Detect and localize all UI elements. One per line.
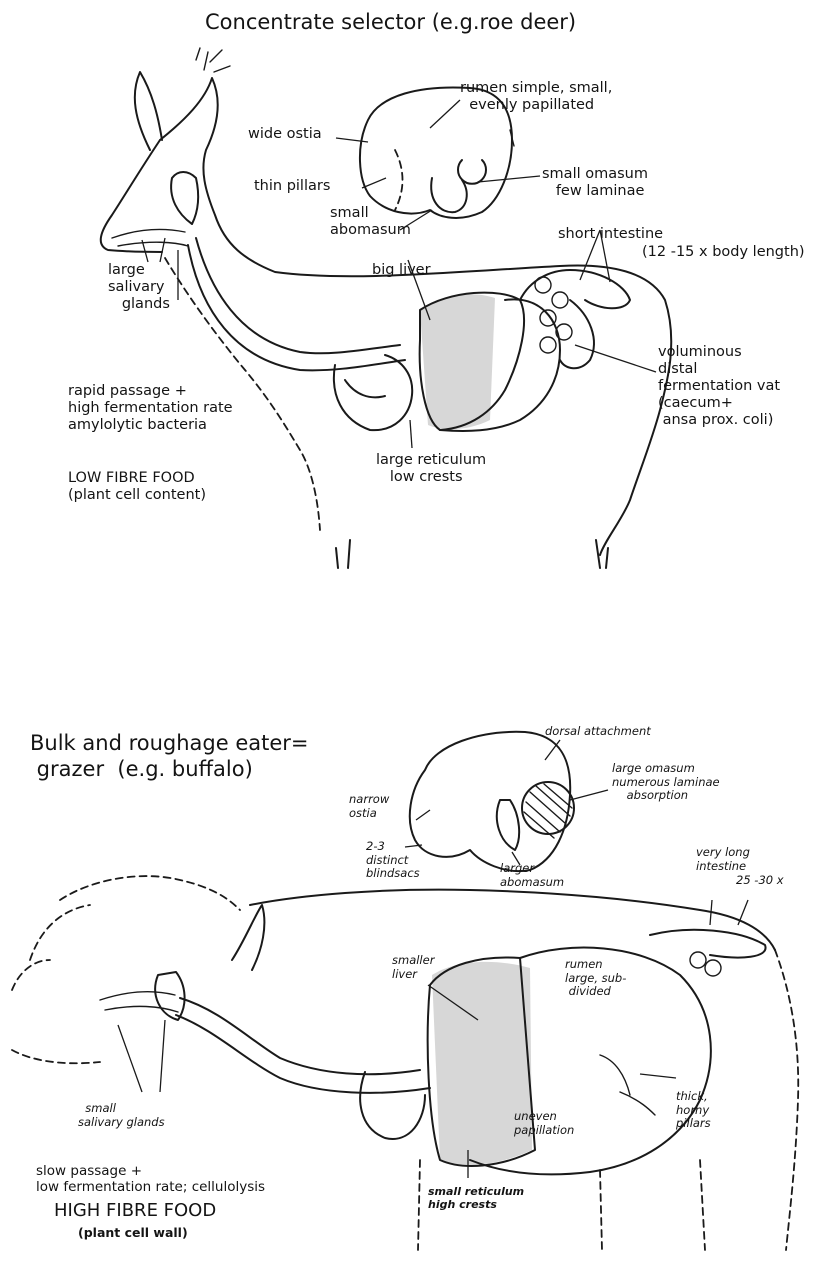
label-low-fibre-food: LOW FIBRE FOOD (plant cell content) bbox=[68, 470, 206, 504]
label-buffalo-intestine-ratio: 25 -30 x bbox=[736, 874, 784, 888]
label-thick-horny-pillars: thick, horny pillars bbox=[676, 1090, 711, 1131]
label-smaller-liver: smaller liver bbox=[392, 954, 434, 981]
bottom-title: Bulk and roughage eater= grazer (e.g. bu… bbox=[30, 730, 309, 783]
label-rumen-simple: rumen simple, small, evenly papillated bbox=[460, 80, 612, 114]
buffalo-rumen-inset bbox=[410, 732, 570, 871]
buffalo-omasum-laminae bbox=[524, 784, 572, 838]
deer-fermentation-vat bbox=[560, 300, 594, 368]
label-plant-cell-wall: (plant cell wall) bbox=[78, 1226, 188, 1241]
deer-abomasum-inset bbox=[431, 178, 467, 212]
deer-pharynx bbox=[171, 172, 198, 224]
label-small-omasum: small omasum few laminae bbox=[542, 166, 648, 200]
label-short-intestine: short intestine bbox=[558, 226, 663, 243]
deer-ostia-dash bbox=[395, 150, 403, 210]
label-larger-abomasum: larger abomasum bbox=[500, 862, 564, 889]
buffalo-esophagus-lower bbox=[176, 1015, 430, 1093]
buffalo-abomasum-inset bbox=[497, 800, 519, 850]
label-narrow-ostia: narrow ostia bbox=[349, 793, 389, 820]
buffalo-reticulum bbox=[360, 1072, 425, 1139]
label-large-omasum: large omasum numerous laminae absorption bbox=[612, 762, 720, 803]
label-small-reticulum: small reticulum high crests bbox=[428, 1186, 524, 1212]
label-small-abomasum: small abomasum bbox=[330, 205, 411, 239]
label-very-long-intestine: very long intestine bbox=[696, 846, 750, 873]
label-rapid-passage: rapid passage + high fermentation rate a… bbox=[68, 383, 233, 434]
label-high-fibre-food: HIGH FIBRE FOOD bbox=[54, 1200, 216, 1221]
deer-legs bbox=[336, 540, 608, 568]
label-wide-ostia: wide ostia bbox=[248, 126, 322, 143]
deer-ear bbox=[135, 72, 162, 150]
buffalo-ear bbox=[232, 905, 264, 970]
label-big-liver: big liver bbox=[372, 262, 431, 279]
deer-reticulum bbox=[334, 355, 412, 430]
buffalo-pharynx bbox=[155, 972, 184, 1020]
deer-omasum-inset bbox=[458, 160, 486, 184]
deer-intestine-coils bbox=[535, 277, 572, 353]
label-dorsal-attachment: dorsal attachment bbox=[545, 725, 651, 739]
label-thin-pillars: thin pillars bbox=[254, 178, 330, 195]
label-rumen-large-subdivided: rumen large, sub- divided bbox=[565, 958, 626, 999]
label-distal-fermentation-vat: voluminous distal fermentation vat (caec… bbox=[658, 344, 780, 430]
deer-head-outline bbox=[101, 140, 162, 252]
deer-esophagus-upper bbox=[196, 238, 400, 353]
buffalo-back-outline bbox=[250, 890, 775, 950]
label-large-reticulum: large reticulum low crests bbox=[376, 452, 486, 486]
label-distinct-blindsacs: 2-3 distinct blindsacs bbox=[366, 840, 420, 881]
buffalo-horn-outline bbox=[60, 876, 240, 910]
buffalo-head-outline bbox=[12, 905, 100, 1063]
buffalo-intestine bbox=[650, 930, 766, 958]
deer-tongue bbox=[112, 230, 188, 246]
label-large-salivary-glands: large salivary glands bbox=[108, 262, 170, 313]
label-small-salivary-glands: small salivary glands bbox=[78, 1102, 165, 1129]
label-slow-passage: slow passage + low fermentation rate; ce… bbox=[36, 1164, 265, 1196]
buffalo-rump-outline bbox=[775, 950, 798, 1250]
buffalo-rumen-folds bbox=[600, 1055, 655, 1115]
label-uneven-papillation: uneven papillation bbox=[514, 1110, 574, 1137]
deer-reticulum-fold bbox=[345, 380, 385, 397]
buffalo-tongue bbox=[100, 992, 178, 1012]
deer-antlers bbox=[196, 48, 230, 72]
label-deer-intestine-ratio: (12 -15 x body length) bbox=[642, 244, 805, 261]
deer-liver-stipple bbox=[420, 294, 495, 429]
top-title: Concentrate selector (e.g.roe deer) bbox=[205, 10, 576, 34]
